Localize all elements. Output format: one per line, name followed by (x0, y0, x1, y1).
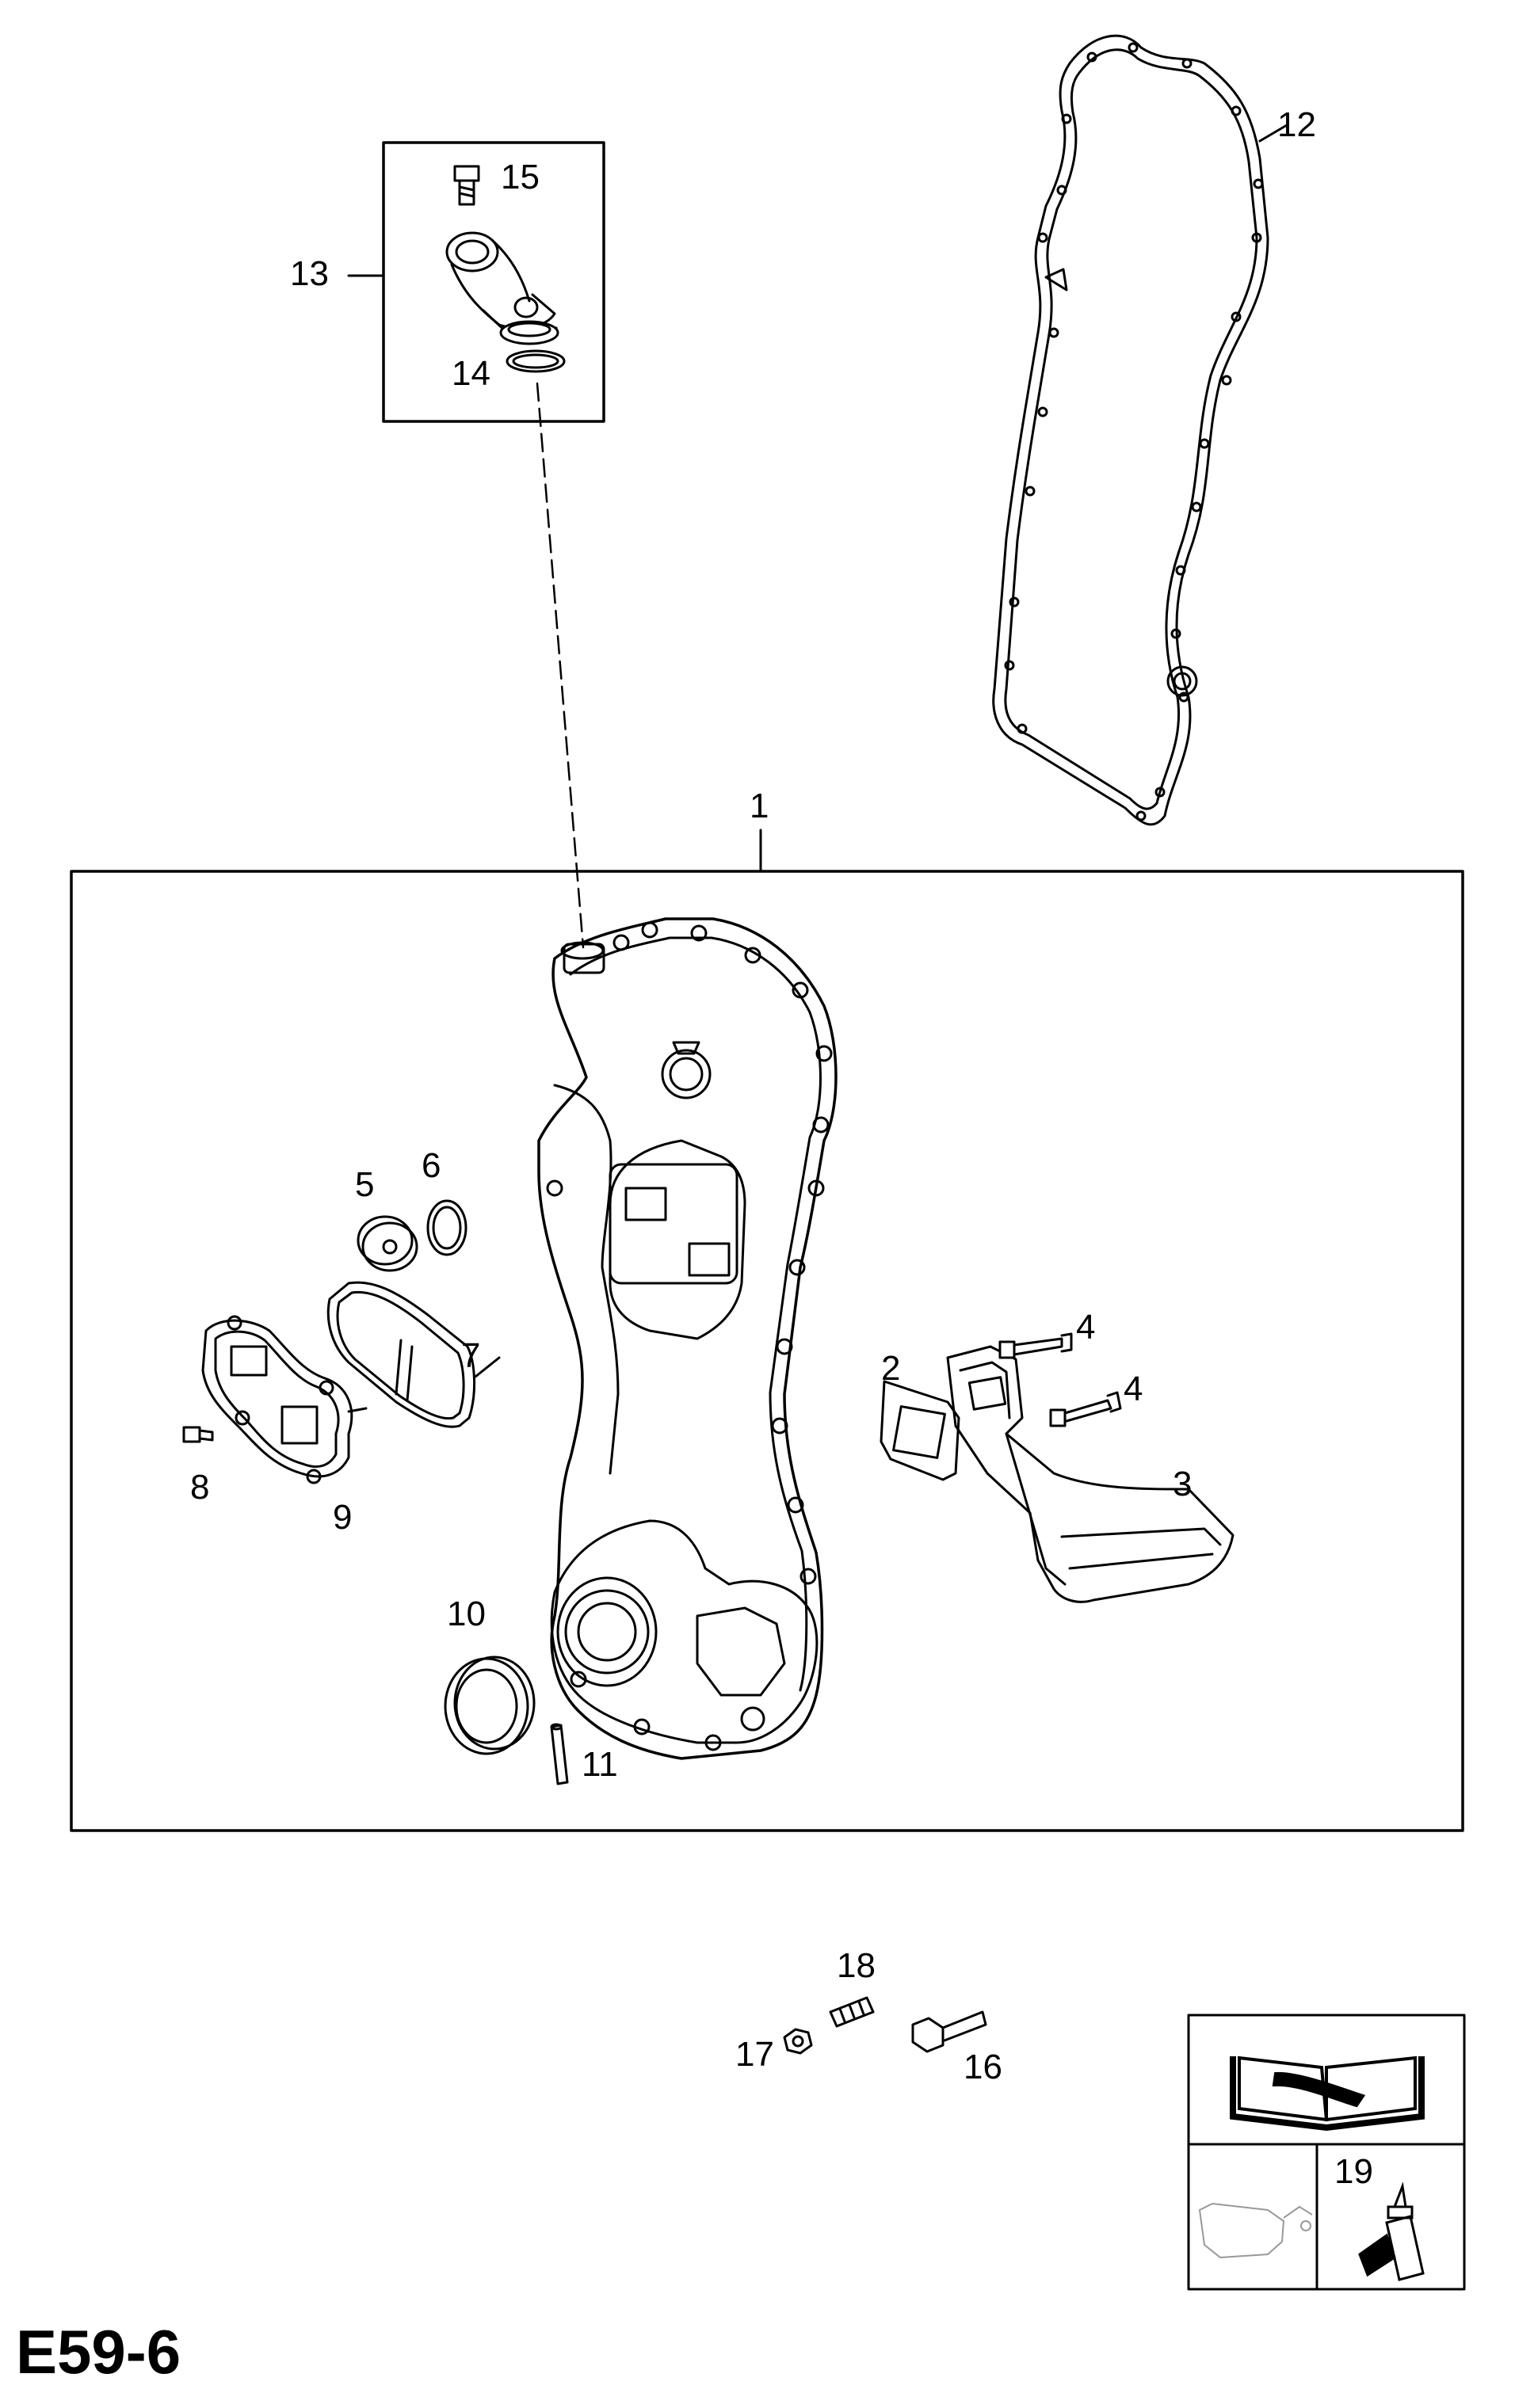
gasket-7 (326, 1281, 501, 1428)
callout-11: 11 (582, 1745, 618, 1784)
callout-13: 13 (290, 254, 329, 293)
pin-11 (550, 1723, 569, 1785)
bolt-15 (453, 165, 480, 206)
inset-box-13 (382, 141, 605, 423)
callout-7: 7 (461, 1336, 481, 1375)
callout-6: 6 (422, 1146, 441, 1185)
callout-5: 5 (355, 1165, 375, 1204)
manual-book-icon (1230, 2056, 1425, 2132)
callout-15: 15 (501, 158, 540, 196)
sealant-tube-icon (1358, 2181, 1425, 2281)
bolt-8 (182, 1426, 214, 1443)
callout-9: 9 (333, 1498, 353, 1537)
callout-18: 18 (837, 1946, 876, 1985)
stud-18 (829, 1996, 875, 2028)
callout-10: 10 (447, 1595, 486, 1633)
timing-cover-1 (537, 917, 838, 1760)
callout-1: 1 (750, 787, 769, 825)
o-ring-14 (506, 349, 566, 373)
dashed-connector (536, 382, 585, 949)
oil-change-icon (1198, 2202, 1313, 2259)
o-ring-6 (426, 1199, 467, 1256)
callout-3: 3 (1173, 1465, 1193, 1503)
bolt-4a (998, 1332, 1073, 1359)
callout-14: 14 (452, 354, 490, 393)
nut-17 (783, 2028, 813, 2055)
flange-9 (201, 1315, 368, 1484)
callout-17: 17 (735, 2035, 774, 2074)
callout-19: 19 (1334, 2152, 1373, 2191)
plug-5 (357, 1215, 418, 1272)
oil-pickup-3 (946, 1345, 1235, 1603)
callout-8: 8 (190, 1468, 210, 1507)
legend-box (1187, 2014, 1466, 2291)
callout-4b: 4 (1124, 1370, 1143, 1408)
bolt-4b (1049, 1391, 1122, 1427)
page-code: E59-6 (16, 2317, 181, 2387)
callout-12: 12 (1277, 105, 1316, 144)
callout-2: 2 (881, 1349, 901, 1388)
gasket-2 (880, 1380, 960, 1481)
bolt-16 (911, 2010, 987, 2053)
assembly-frame-1 (70, 870, 1464, 1832)
elbow-pipe-13 (445, 231, 559, 345)
seal-10 (444, 1656, 536, 1755)
gasket-12 (992, 34, 1288, 826)
callout-4a: 4 (1076, 1308, 1096, 1347)
callout-16: 16 (964, 2048, 1002, 2086)
